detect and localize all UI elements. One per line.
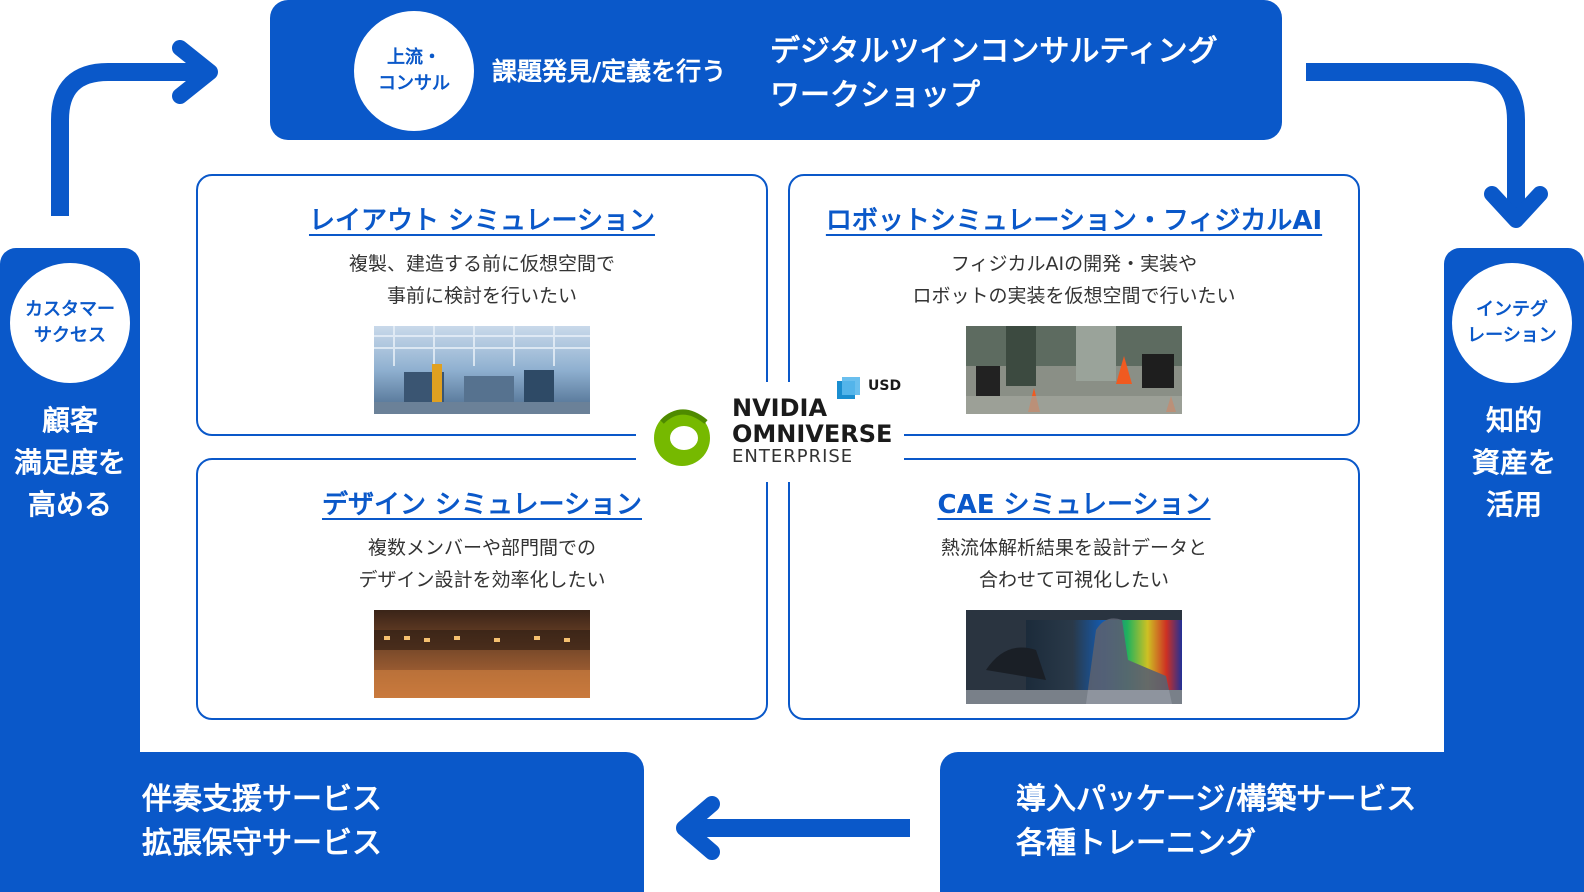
card-description: フィジカルAIの開発・実装や ロボットの実装を仮想空間で行いたい (790, 248, 1358, 312)
top-title-line-1: デジタルツインコンサルティング (770, 34, 1218, 69)
desc-line-1: フィジカルAIの開発・実装や (950, 253, 1198, 275)
layout-simulation-link[interactable]: レイアウト シミュレーション (308, 206, 655, 236)
top-title-line-2: ワークショップ (770, 78, 980, 113)
left-text-line-2: 満足度を (13, 446, 126, 479)
card-description: 熱流体解析結果を設計データと 合わせて可視化したい (790, 532, 1358, 596)
logo-enterprise-text: ENTERPRISE (732, 446, 854, 467)
desc-line-1: 複数メンバーや部門間での (367, 537, 596, 559)
architecture-image (374, 610, 590, 698)
desc-line-2: ロボットの実装を仮想空間で行いたい (912, 285, 1236, 307)
bottom-left-line-2: 拡張保守サービス (142, 826, 382, 861)
badge-line-2: レーション (1467, 325, 1557, 346)
top-title: デジタルツインコンサルティング ワークショップ (770, 30, 1218, 118)
bottom-left-text: 伴奏支援サービス 拡張保守サービス (142, 778, 382, 866)
usd-label: USD (868, 378, 902, 394)
left-panel-text: 顧客 満足度を 高める (0, 400, 140, 526)
left-text-line-1: 顧客 (41, 404, 98, 437)
badge-line-2: サクセス (34, 325, 106, 346)
right-panel-text: 知的 資産を 活用 (1444, 400, 1584, 526)
usd-cube-icon (837, 377, 860, 399)
right-text-line-1: 知的 (1485, 404, 1542, 437)
bottom-right-line-1: 導入パッケージ/構築サービス (1016, 782, 1417, 817)
bottom-right-panel (940, 752, 1584, 892)
upstream-consulting-badge: 上流・ コンサル (354, 11, 474, 131)
cae-simulation-link[interactable]: CAE シミュレーション (937, 490, 1211, 520)
top-task-label: 課題発見/定義を行う (492, 57, 727, 86)
badge-line-1: インテグ (1476, 299, 1548, 320)
omniverse-ring-icon (654, 409, 710, 466)
bottom-left-line-1: 伴奏支援サービス (142, 782, 382, 817)
card-description: 複製、建造する前に仮想空間で 事前に検討を行いたい (198, 248, 766, 312)
nvidia-omniverse-logo: NVIDIA OMNIVERSE ENTERPRISE USD (636, 377, 904, 482)
robot-image (966, 326, 1182, 414)
cae-simulation-card: CAE シミュレーション 熱流体解析結果を設計データと 合わせて可視化したい (788, 458, 1360, 720)
desc-line-1: 複製、建造する前に仮想空間で (348, 253, 615, 275)
design-simulation-card: デザイン シミュレーション 複数メンバーや部門間での デザイン設計を効率化したい (196, 458, 768, 720)
badge-line-1: 上流・ (387, 47, 441, 68)
customer-success-badge: カスタマー サクセス (10, 263, 130, 383)
robot-simulation-link[interactable]: ロボットシミュレーション・フィジカルAI (825, 206, 1323, 236)
bottom-right-line-2: 各種トレーニング (1016, 826, 1256, 861)
logo-nvidia-text: NVIDIA (732, 394, 828, 422)
desc-line-2: 合わせて可視化したい (978, 569, 1169, 591)
desc-line-2: 事前に検討を行いたい (386, 285, 577, 307)
integration-badge: インテグ レーション (1452, 263, 1572, 383)
logo-omniverse-text: OMNIVERSE (732, 420, 893, 448)
cae-heatmap-image (966, 610, 1182, 704)
badge-line-1: カスタマー (25, 299, 115, 320)
right-text-line-3: 活用 (1485, 488, 1542, 521)
badge-line-2: コンサル (378, 73, 450, 94)
design-simulation-link[interactable]: デザイン シミュレーション (321, 490, 642, 520)
left-text-line-3: 高める (27, 488, 112, 521)
desc-line-1: 熱流体解析結果を設計データと (940, 537, 1207, 559)
bottom-left-panel (0, 752, 644, 892)
bottom-right-text: 導入パッケージ/構築サービス 各種トレーニング (1016, 778, 1416, 866)
right-text-line-2: 資産を (1471, 446, 1556, 479)
desc-line-2: デザイン設計を効率化したい (358, 569, 606, 591)
factory-image (374, 326, 590, 414)
card-description: 複数メンバーや部門間での デザイン設計を効率化したい (198, 532, 766, 596)
